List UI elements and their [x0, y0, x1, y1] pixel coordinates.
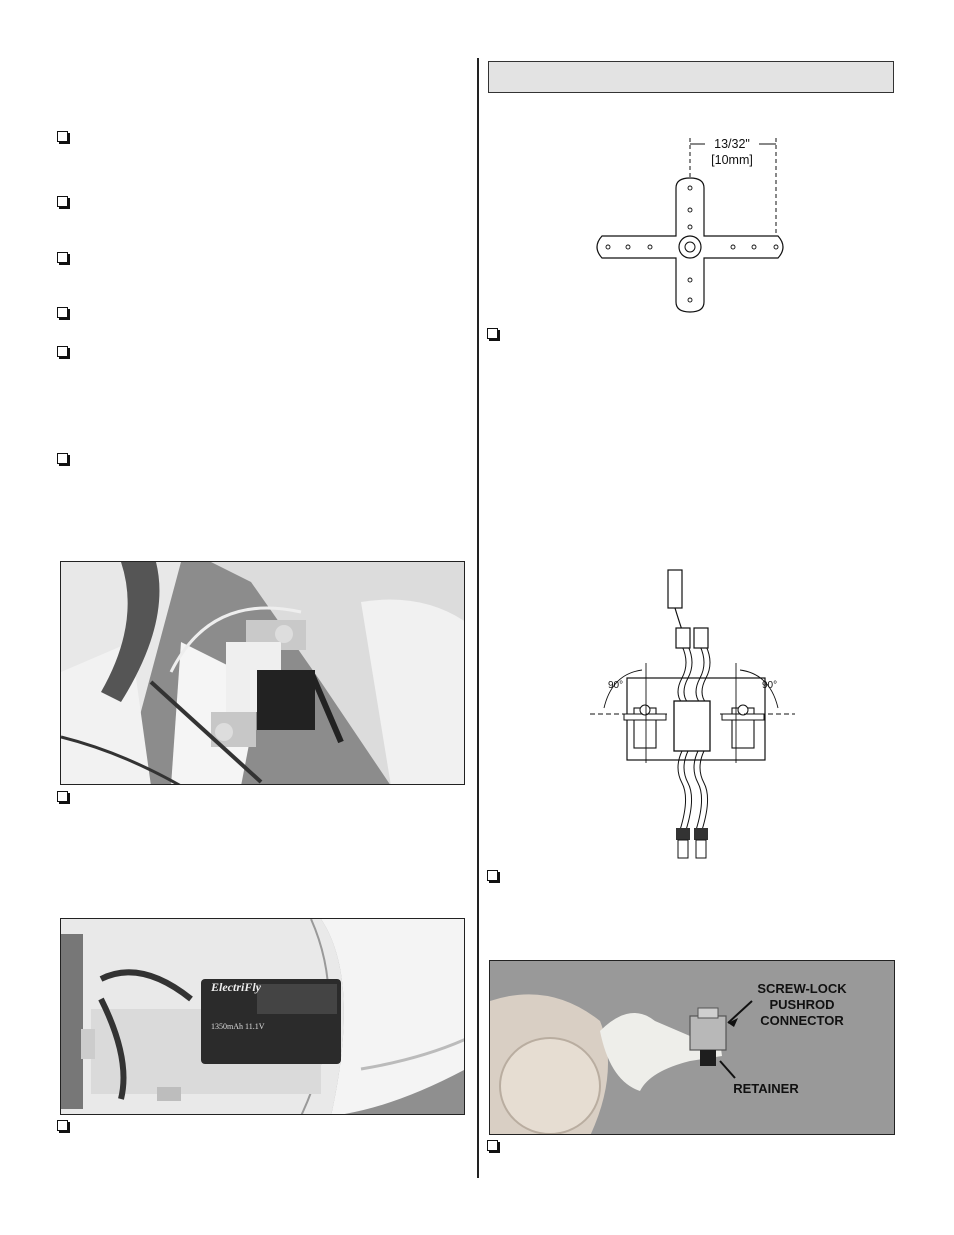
angle-label-left: 90° [608, 680, 623, 691]
section-header-bar [488, 61, 894, 93]
step-checkbox-8[interactable] [57, 1120, 68, 1131]
battery-install-image: ElectriFly 1350mAh 11.1V [61, 919, 464, 1114]
battery-spec-text: 1350mAh 11.1V [211, 1022, 265, 1031]
callout-screw-lock: SCREW-LOCK [757, 981, 847, 996]
dimension-label-inch: 13/32" [714, 137, 750, 151]
pushrod-connector-image: SCREW-LOCK PUSHROD CONNECTOR RETAINER [490, 961, 894, 1134]
servo-left [623, 704, 667, 749]
wire-bundle-top [677, 645, 711, 704]
callout-connector: CONNECTOR [760, 1013, 844, 1028]
servo-arm-holes [605, 185, 779, 303]
step-checkbox-2[interactable] [57, 196, 68, 207]
battery-brand-text: ElectriFly [210, 980, 262, 994]
step-checkbox-6[interactable] [57, 453, 68, 464]
angle-arc-left [603, 669, 643, 709]
step-checkbox-4[interactable] [57, 307, 68, 318]
wire-bundle-bottom [677, 750, 708, 831]
servo-arm-center-hole [684, 241, 696, 253]
callout-pushrod: PUSHROD [769, 997, 834, 1012]
servo-arm-diagram: 13/32" [10mm] [596, 134, 784, 313]
extension-connector [667, 569, 683, 609]
plug-right [693, 627, 709, 649]
dimension-label-mm: [10mm] [711, 153, 753, 167]
receiver-install-photo [60, 561, 465, 785]
callout-arrow-retainer [719, 1060, 736, 1079]
lead-plug-left [676, 828, 690, 840]
receiver-install-image [61, 562, 464, 784]
step-checkbox-11[interactable] [487, 1140, 498, 1151]
pushrod-connector-photo: SCREW-LOCK PUSHROD CONNECTOR RETAINER [489, 960, 895, 1135]
servo-right [721, 704, 765, 749]
step-checkbox-3[interactable] [57, 252, 68, 263]
callout-arrow-connector [727, 1000, 753, 1024]
column-divider [477, 58, 479, 1178]
step-checkbox-10[interactable] [487, 870, 498, 881]
battery-install-photo: ElectriFly 1350mAh 11.1V [60, 918, 465, 1115]
callout-retainer: RETAINER [733, 1081, 799, 1096]
step-checkbox-7[interactable] [57, 791, 68, 802]
step-checkbox-5[interactable] [57, 346, 68, 357]
angle-label-right: 90° [762, 680, 777, 691]
plug-left [675, 627, 691, 649]
connector-body [689, 1015, 727, 1051]
step-checkbox-9[interactable] [487, 328, 498, 339]
lead-plug-right [694, 828, 708, 840]
angle-arc-right [739, 669, 779, 709]
step-checkbox-1[interactable] [57, 131, 68, 142]
servo-install-diagram: 90° 90° [590, 569, 795, 859]
retainer [700, 1050, 716, 1066]
y-harness-block [673, 700, 711, 752]
